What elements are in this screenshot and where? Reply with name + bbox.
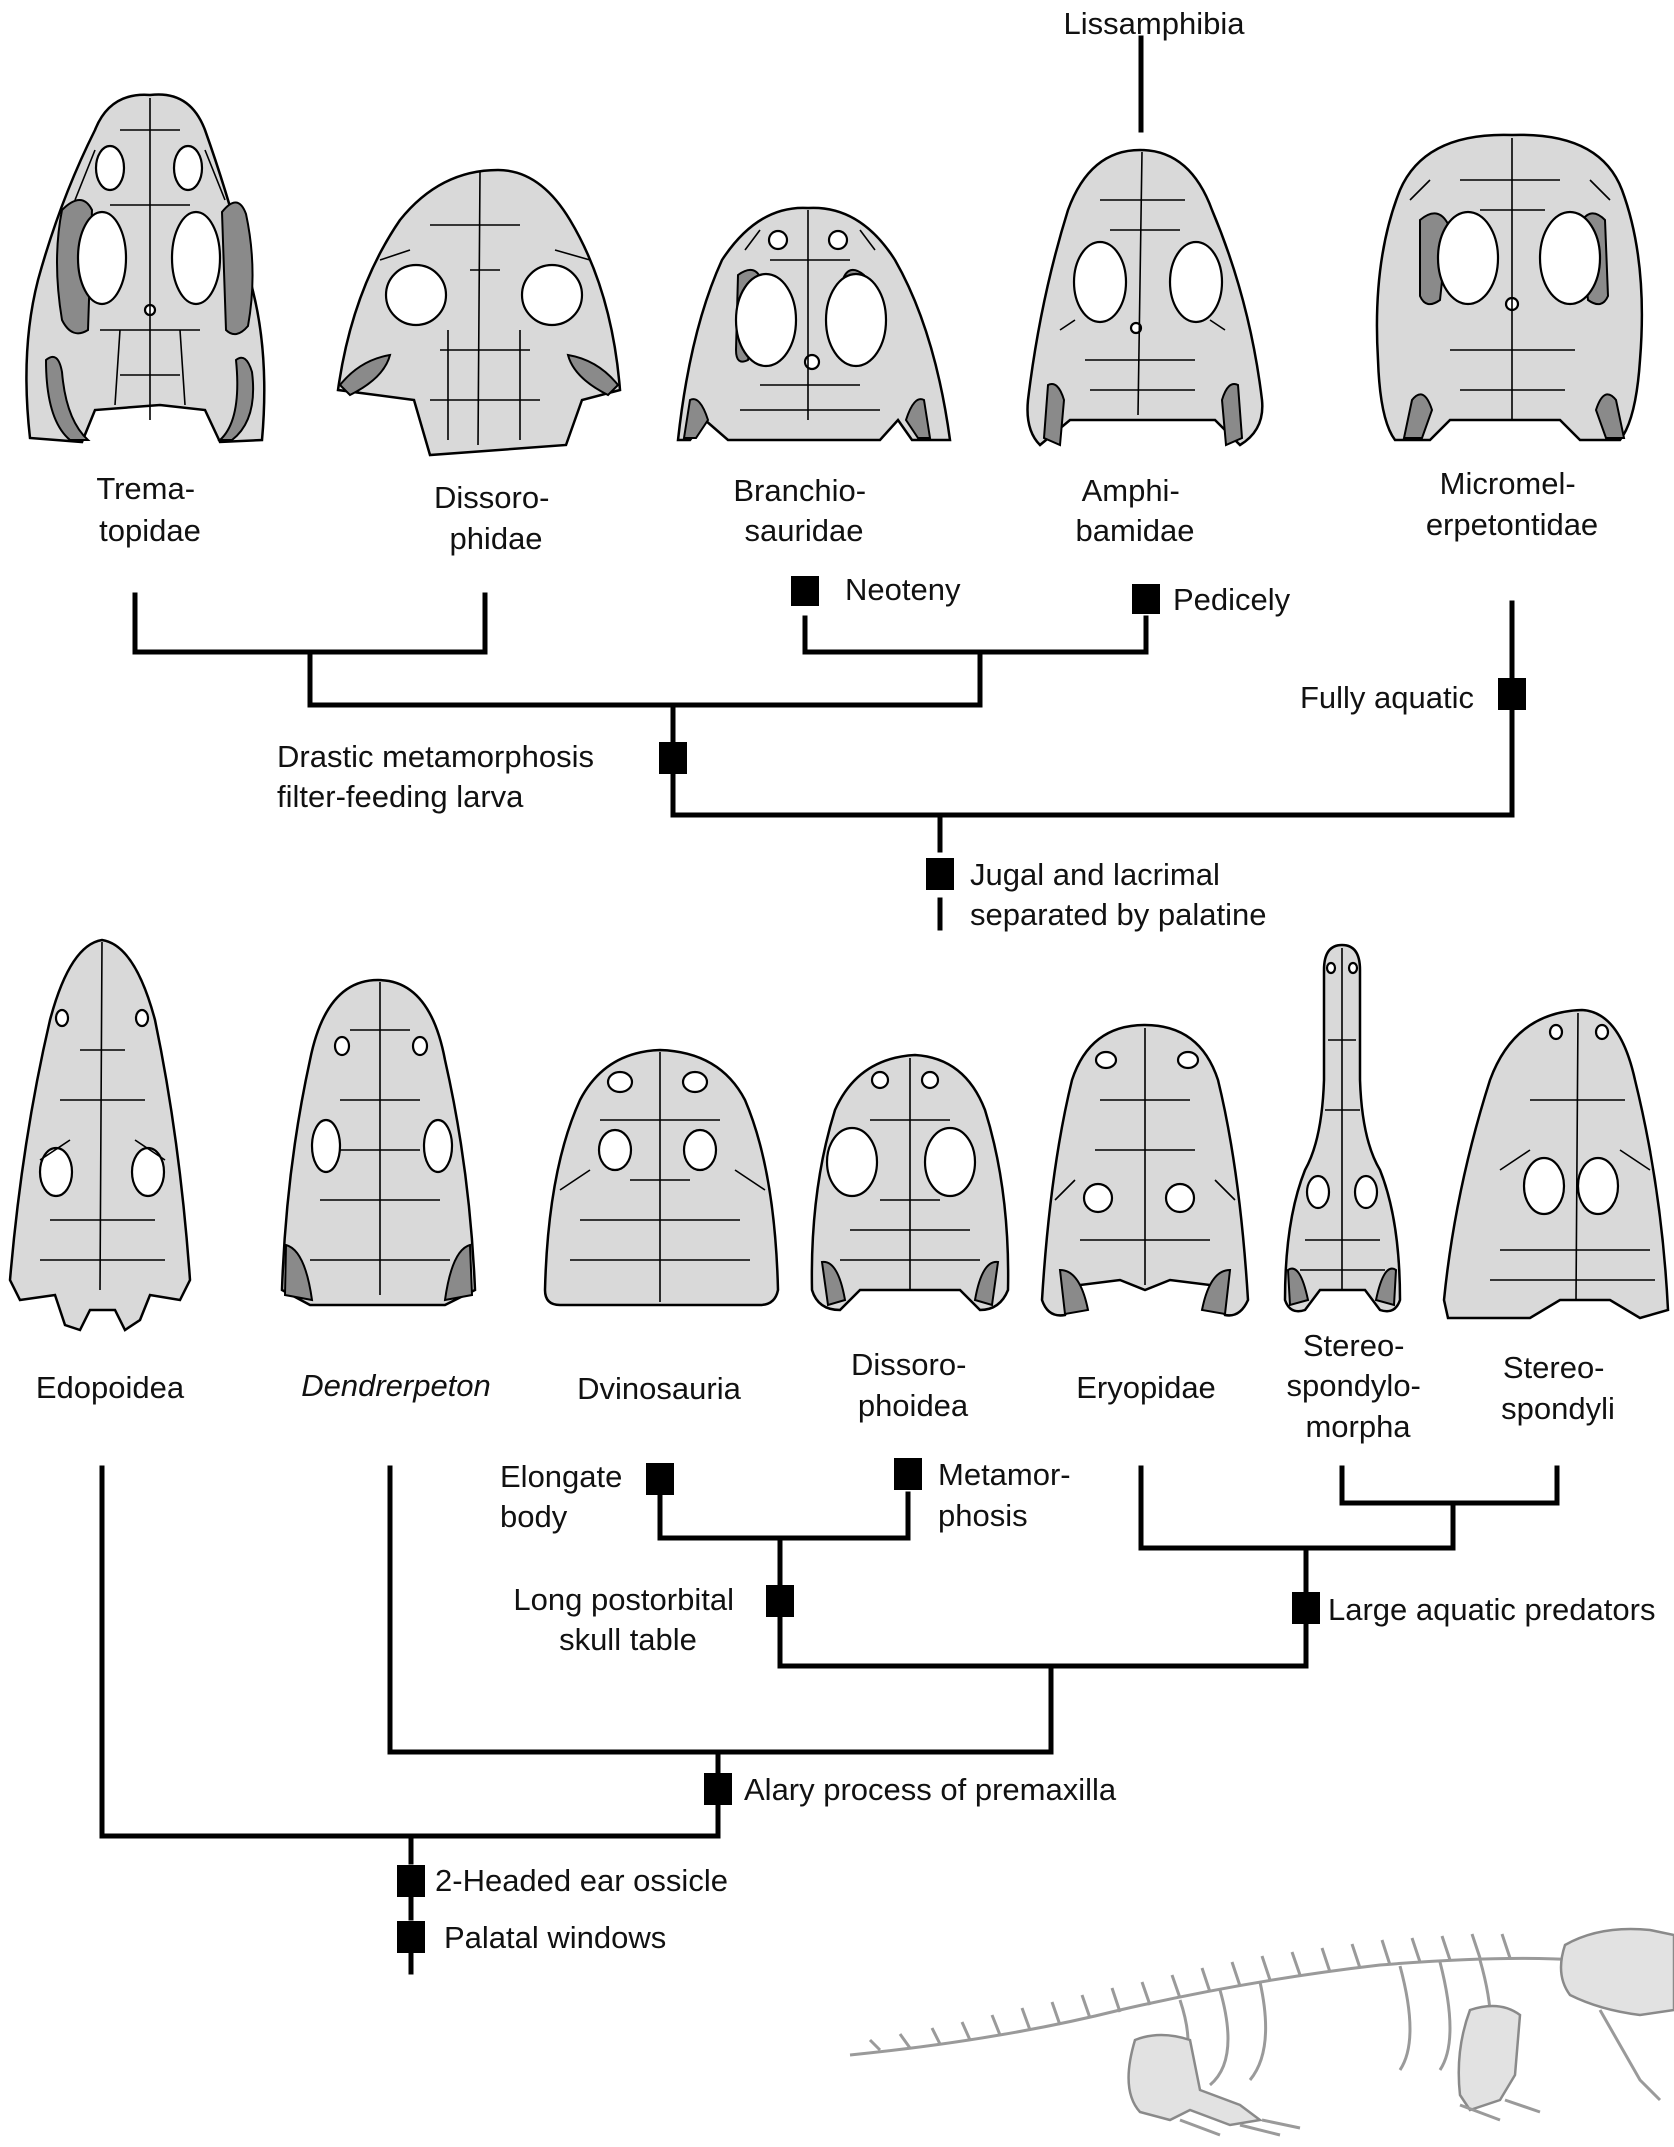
skull-eryopidae <box>1040 1023 1250 1317</box>
taxon-labels: Lissamphibia Trema- topidae Dissoro- phi… <box>36 6 1615 1444</box>
taxon-trematopidae: Trema- topidae <box>96 471 203 548</box>
char-metamorphosis: Metamor- phosis <box>938 1457 1079 1533</box>
marker-long-postorbital <box>766 1585 794 1617</box>
taxon-stereospondyli: Stereo- spondyli <box>1501 1350 1615 1426</box>
branch-branchio-amphibamid <box>802 615 1149 655</box>
marker-drastic-metamorphosis <box>659 742 687 774</box>
marker-metamorphosis <box>894 1458 922 1490</box>
branch-stereospondyl-pair <box>1339 1465 1560 1506</box>
char-long-postorbital: Long postorbital skull table <box>513 1582 742 1657</box>
skull-amphibamidae <box>1026 148 1264 447</box>
char-fully-aquatic: Fully aquatic <box>1300 680 1474 715</box>
taxon-stereospondylomorpha: Stereo- spondylo- morpha <box>1286 1328 1429 1444</box>
branch-dendrerpeton <box>387 1465 1054 1755</box>
marker-elongate-body <box>646 1463 674 1495</box>
taxon-lissamphibia: Lissamphibia <box>1064 6 1246 41</box>
lower-tree-branches <box>99 1465 1560 1975</box>
skull-stereospondylomorpha <box>1283 943 1402 1313</box>
char-pedicely: Pedicely <box>1173 582 1291 617</box>
marker-neoteny <box>791 576 819 606</box>
char-neoteny: Neoteny <box>845 572 961 607</box>
char-drastic-metamorphosis: Drastic metamorphosis filter-feeding lar… <box>277 739 603 814</box>
taxon-eryopidae: Eryopidae <box>1076 1370 1216 1405</box>
marker-ear-ossicle <box>397 1865 425 1897</box>
skull-stereospondyli <box>1442 1008 1670 1320</box>
marker-pedicely <box>1132 584 1160 614</box>
branch-olsoni-node <box>307 649 983 708</box>
taxon-edopoidea: Edopoidea <box>36 1370 185 1405</box>
char-elongate-body: Elongate body <box>500 1459 631 1534</box>
taxon-dissorophidae: Dissoro- phidae <box>434 480 558 556</box>
char-large-aquatic-predators: Large aquatic predators <box>1328 1592 1655 1627</box>
character-labels: Neoteny Pedicely Fully aquatic Drastic m… <box>277 572 1655 1955</box>
char-jugal-lacrimal: Jugal and lacrimal separated by palatine <box>970 857 1266 932</box>
taxon-amphibamidae: Amphi- bamidae <box>1076 473 1195 548</box>
branch-trematopidae-dissorophidae <box>132 592 488 655</box>
skull-branchiosauridae <box>676 206 952 442</box>
taxon-dissorophoidea: Dissoro- phoidea <box>851 1347 975 1423</box>
skull-dvinosauria <box>543 1048 780 1307</box>
lower-markers <box>397 1458 1320 1953</box>
marker-large-aquatic-predators <box>1292 1592 1320 1624</box>
branch-eryopid-stereo <box>1138 1465 1456 1551</box>
marker-palatal-windows <box>397 1921 425 1953</box>
taxon-dvinosauria: Dvinosauria <box>577 1371 741 1406</box>
skull-dendrerpeton <box>280 978 477 1307</box>
branch-edopoidea <box>99 1465 721 1839</box>
taxon-micromelerpetontidae: Micromel- erpetontidae <box>1426 466 1598 542</box>
skull-dissorophoidea <box>810 1053 1010 1312</box>
skull-edopoidea <box>8 938 192 1332</box>
marker-alary-process <box>704 1773 732 1805</box>
marker-fully-aquatic <box>1498 678 1526 710</box>
skull-dissorophidae <box>336 168 622 457</box>
marker-jugal-lacrimal <box>926 858 954 890</box>
skull-micromelerpetontidae <box>1375 133 1644 442</box>
upper-markers <box>659 576 1526 890</box>
char-ear-ossicle: 2-Headed ear ossicle <box>435 1863 728 1898</box>
skull-trematopidae <box>25 93 266 444</box>
char-alary-process: Alary process of premaxilla <box>744 1772 1117 1807</box>
branch-elongate-metamorphosis <box>657 1491 911 1541</box>
taxon-dendrerpeton: Dendrerpeton <box>301 1368 491 1403</box>
taxon-branchiosauridae: Branchio- sauridae <box>733 473 874 548</box>
char-palatal-windows: Palatal windows <box>444 1920 666 1955</box>
temnospondyl-skeleton <box>849 1927 1674 2137</box>
